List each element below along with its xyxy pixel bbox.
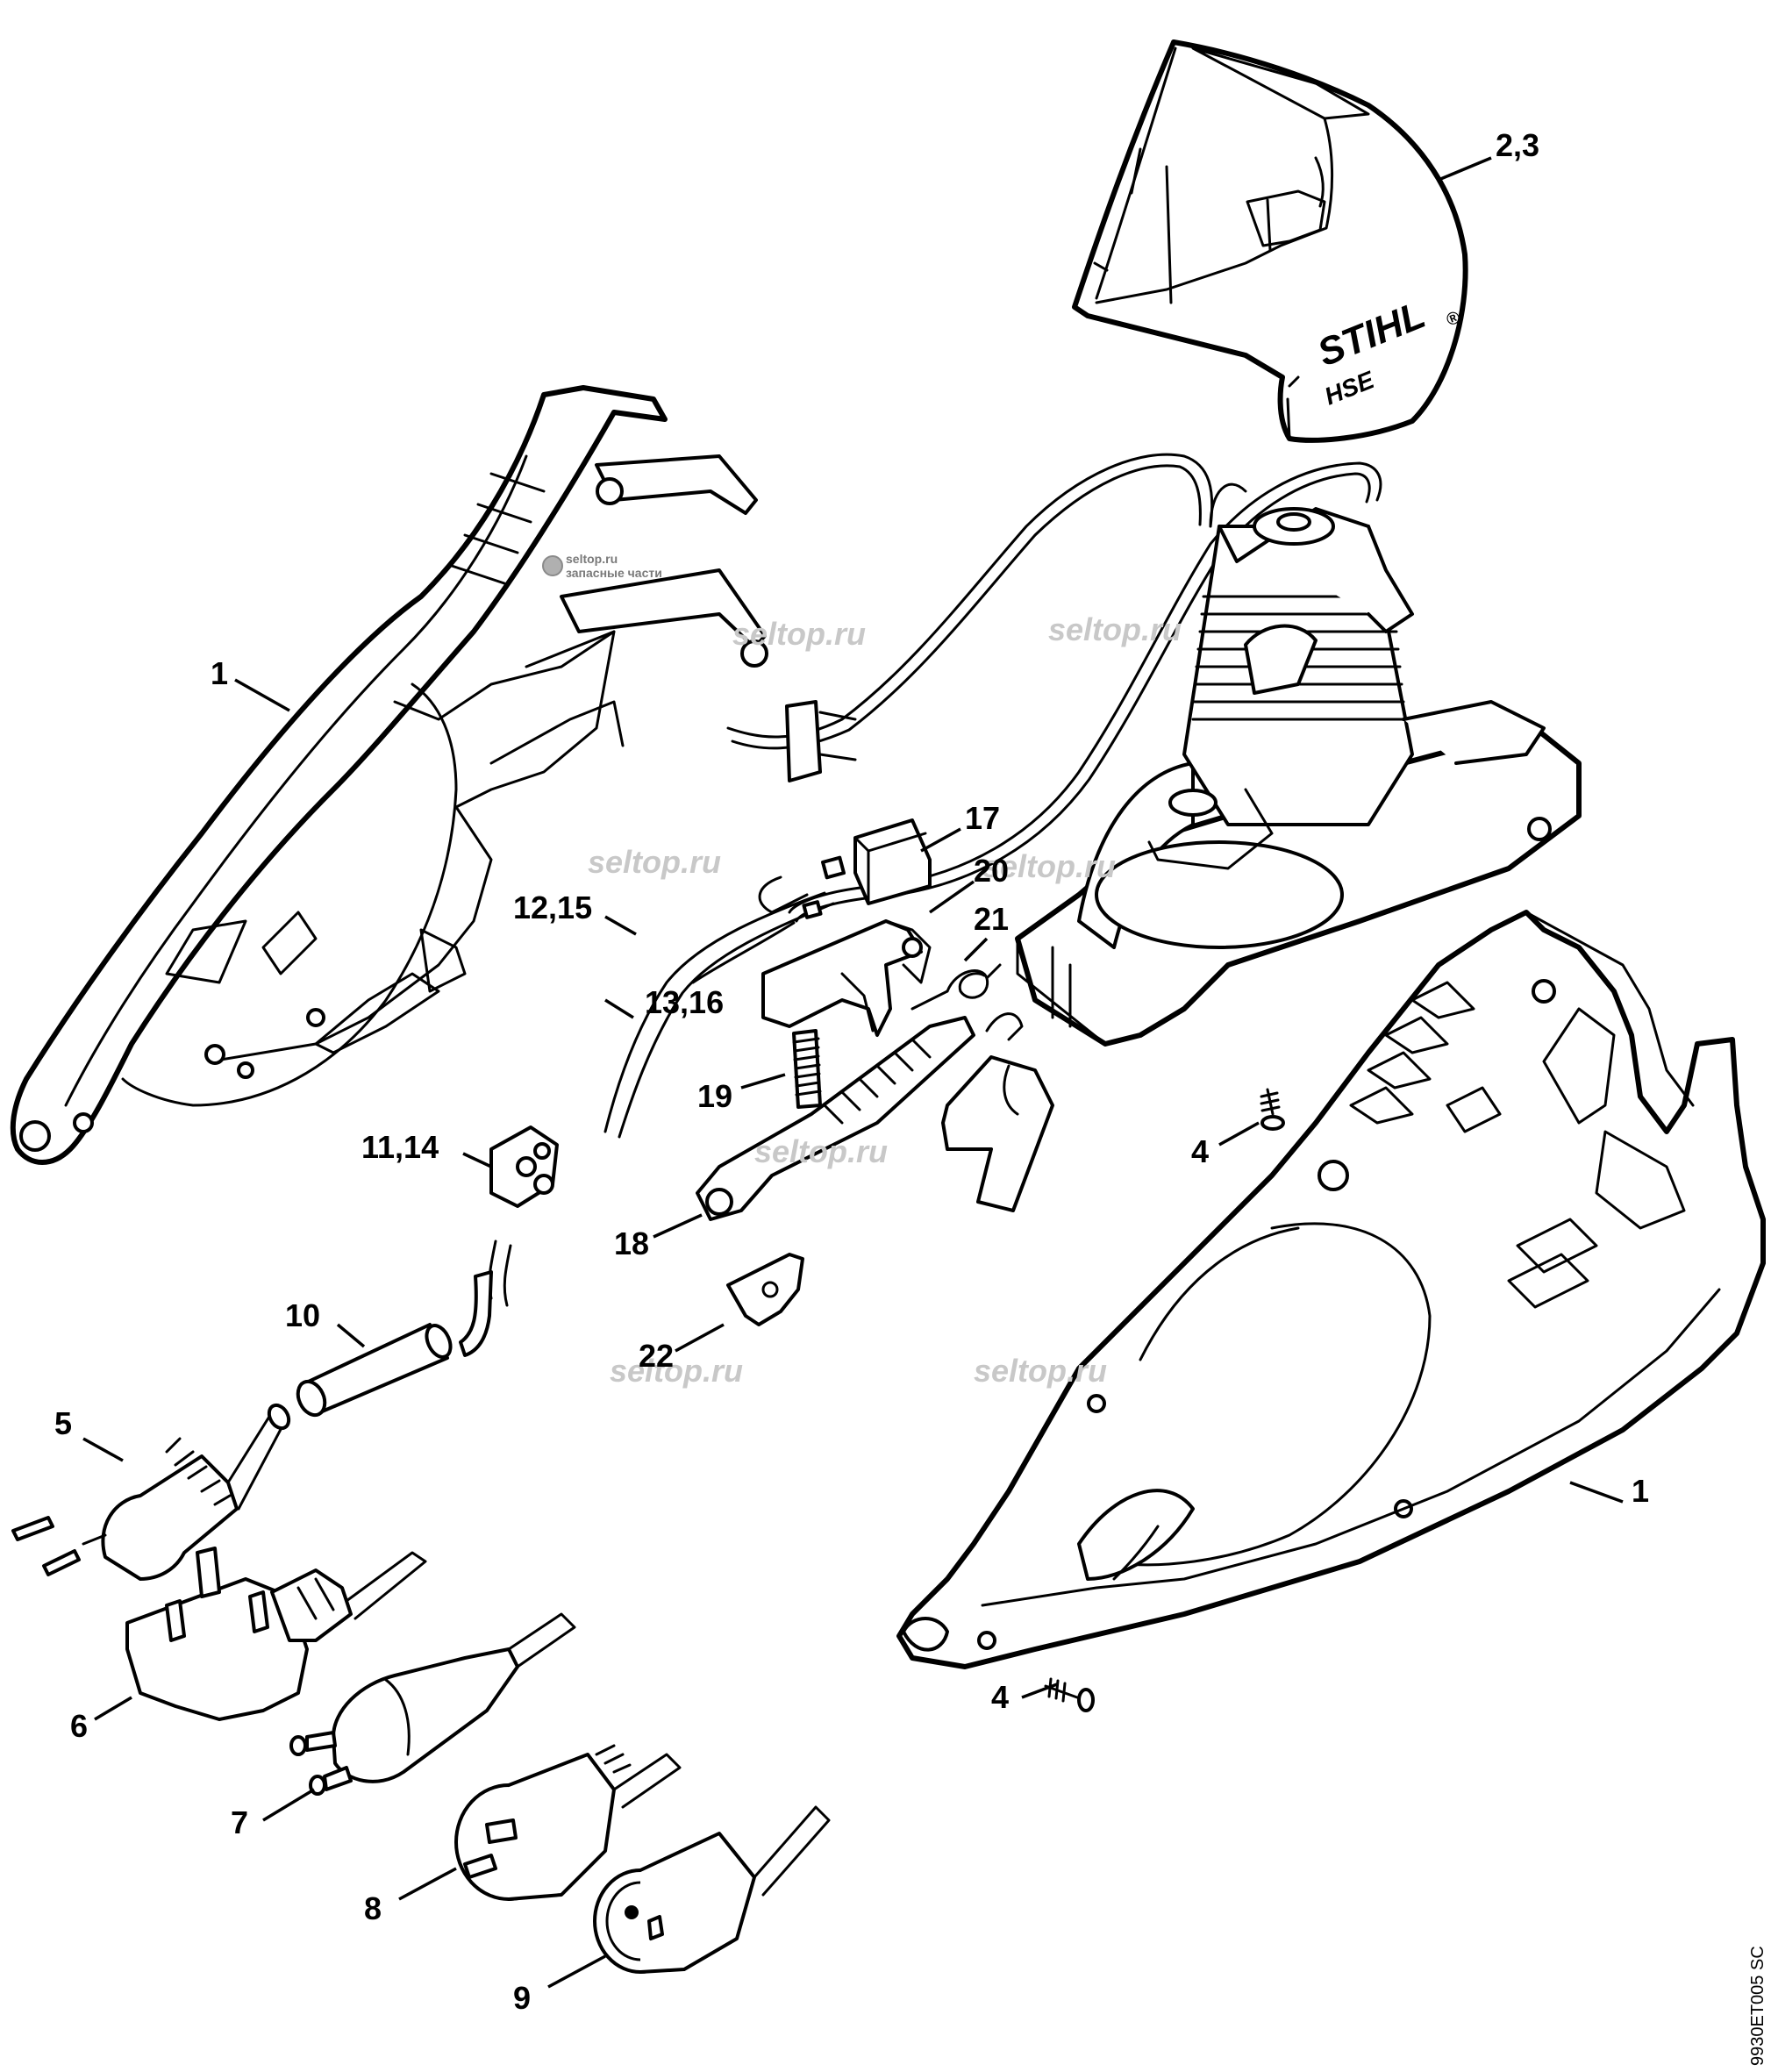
switch xyxy=(802,818,932,919)
plug-uk xyxy=(125,1547,427,1721)
plug-euro xyxy=(11,1403,291,1581)
label-plug-6: 6 xyxy=(70,1708,88,1744)
watermarks: seltop.ru seltop.ru seltop.ru seltop.ru … xyxy=(588,611,1182,1389)
watermark-1: seltop.ru xyxy=(732,616,866,652)
label-cable-a: 12,15 xyxy=(513,890,592,925)
watermark-logo-text: seltop.ru xyxy=(566,552,618,566)
label-switch: 17 xyxy=(965,800,1000,836)
watermark-7: seltop.ru xyxy=(974,1353,1107,1389)
label-lever-18: 18 xyxy=(614,1225,649,1261)
label-housing-right: 1 xyxy=(1632,1473,1649,1509)
motor-assembly xyxy=(1015,482,1582,1047)
label-plug-9: 9 xyxy=(513,1980,531,2016)
watermark-2: seltop.ru xyxy=(1048,611,1182,647)
watermark-3: seltop.ru xyxy=(588,844,721,880)
lock-lever xyxy=(761,919,932,1037)
housing-left xyxy=(10,385,768,1165)
label-cable-b: 13,16 xyxy=(645,984,724,1020)
callout-labels: 2,3 1 17 20 21 12,15 13,16 19 4 11,14 18… xyxy=(54,127,1649,2016)
label-plug-8: 8 xyxy=(364,1890,382,1926)
label-housing-left: 1 xyxy=(211,655,228,691)
label-screw-upper: 4 xyxy=(1191,1133,1209,1169)
cam-piece xyxy=(726,1253,804,1326)
watermark-logo: seltop.ru запасные части xyxy=(542,552,662,580)
compression-spring xyxy=(792,1029,822,1109)
leader-lines xyxy=(82,156,1624,1989)
label-plug-5: 5 xyxy=(54,1405,72,1441)
label-sleeve-10: 10 xyxy=(285,1297,320,1333)
watermark-6: seltop.ru xyxy=(610,1353,743,1389)
label-spring-19: 19 xyxy=(697,1078,732,1114)
screw-upper xyxy=(1260,1088,1285,1131)
label-part-22: 22 xyxy=(639,1338,674,1374)
trigger-lever xyxy=(696,1012,1054,1221)
watermark-4: seltop.ru xyxy=(982,848,1116,884)
blade-cover: STIHL ® HSE xyxy=(1072,39,1468,443)
label-terminal: 11,14 xyxy=(361,1129,439,1165)
drawing-code: 9930ET005 SC xyxy=(1748,1946,1767,2066)
plug-ch xyxy=(593,1805,831,1974)
label-part-20: 20 xyxy=(974,853,1009,889)
plug-flat xyxy=(289,1612,576,1796)
plug-au xyxy=(454,1744,682,1901)
housing-right xyxy=(896,910,1766,1669)
terminal-block xyxy=(459,1125,559,1357)
watermark-5: seltop.ru xyxy=(754,1133,888,1169)
watermark-logo-tagline: запасные части xyxy=(566,566,662,580)
screw-lower xyxy=(1044,1677,1095,1712)
torsion-spring xyxy=(910,963,1002,1011)
cable-sleeve xyxy=(296,1323,453,1418)
label-spring-21: 21 xyxy=(974,901,1009,937)
label-cover: 2,3 xyxy=(1496,127,1539,163)
label-screw-lower: 4 xyxy=(991,1679,1009,1715)
label-plug-7: 7 xyxy=(231,1804,248,1840)
